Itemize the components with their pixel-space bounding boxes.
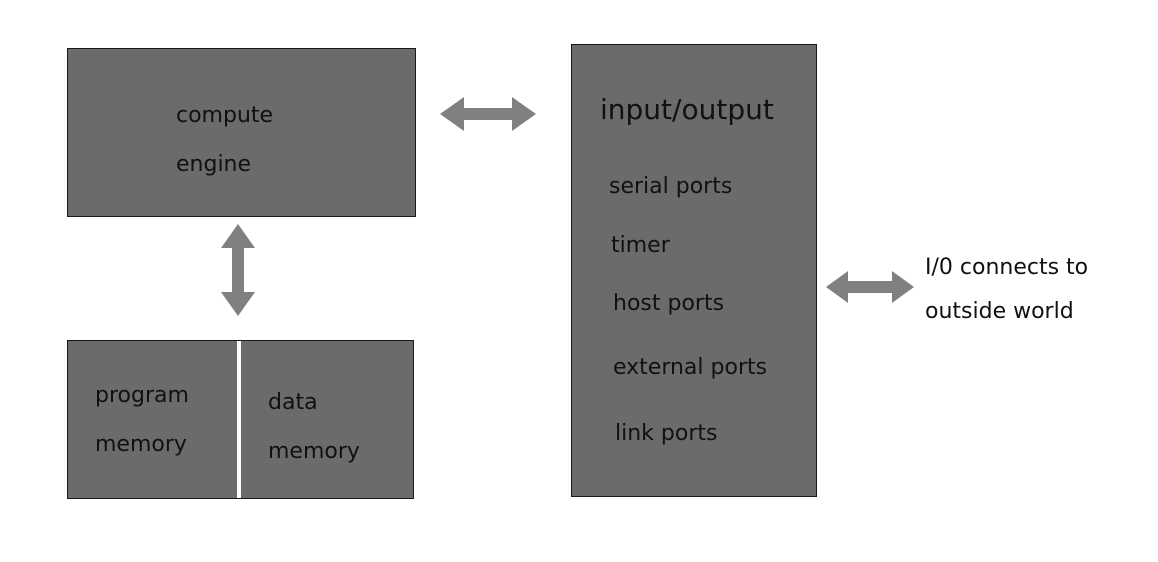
program-memory-label-line-2: memory: [95, 432, 187, 457]
compute-io-double-arrow: [440, 97, 536, 131]
outside-world-label-line-1: I/0 connects to: [925, 255, 1089, 280]
compute-engine-label-line-1: compute: [176, 103, 274, 128]
data-memory-label-line-2: memory: [268, 439, 360, 464]
compute-memory-double-arrow: [221, 224, 255, 316]
compute-engine-label-line-2: engine: [176, 152, 252, 177]
io-item-host-ports: host ports: [613, 291, 725, 316]
io-item-link-ports: link ports: [615, 421, 718, 446]
io-outside-double-arrow: [826, 271, 914, 303]
input-output-block: input/output serial ports timer host por…: [571, 44, 817, 497]
io-title: input/output: [600, 93, 774, 126]
outside-world-label-line-2: outside world: [925, 299, 1074, 324]
compute-engine-block: compute engine: [67, 48, 416, 217]
memory-block: program memory data memory: [67, 340, 414, 499]
io-item-external-ports: external ports: [613, 355, 768, 380]
io-item-timer: timer: [611, 233, 670, 258]
memory-divider: [237, 341, 241, 498]
program-memory-label-line-1: program: [95, 383, 189, 408]
io-item-serial-ports: serial ports: [609, 174, 733, 199]
data-memory-label-line-1: data: [268, 390, 318, 415]
